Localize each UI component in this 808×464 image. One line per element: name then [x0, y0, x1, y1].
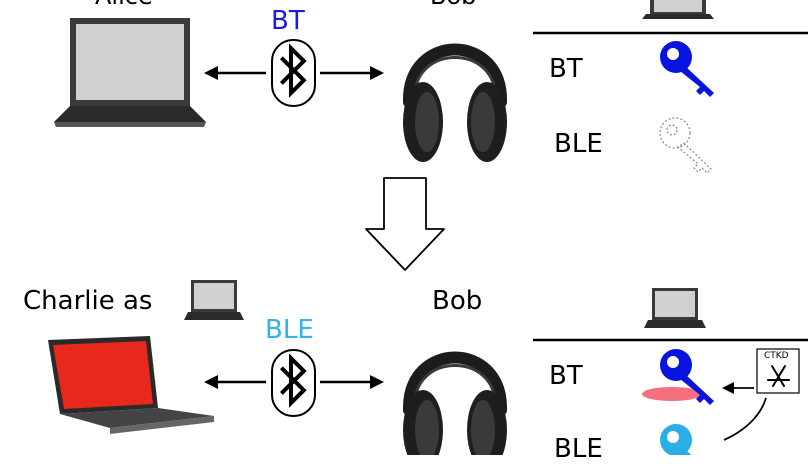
top-key-table — [533, 0, 808, 174]
top-bluetooth-icon — [271, 39, 316, 107]
bottom-bob-label: Bob — [432, 286, 483, 316]
top-bob-label: Bob — [430, 0, 476, 8]
bottom-table-laptop-icon — [644, 288, 706, 328]
ctkd-box — [756, 348, 800, 394]
bottom-ble-key-icon — [660, 424, 702, 464]
bottom-key-table — [533, 288, 808, 464]
charlie-as-label: Charlie as — [23, 286, 153, 316]
bottom-bt-key-icon — [660, 349, 714, 405]
top-link-label: BT — [271, 6, 305, 36]
overwrite-highlight — [642, 387, 702, 401]
charlie-as-laptop-icon — [184, 280, 244, 320]
bottom-row-bt-label: BT — [549, 361, 583, 391]
top-bt-key-icon — [660, 41, 714, 97]
bottom-headphones-icon — [403, 358, 507, 456]
down-arrow-icon — [365, 177, 445, 271]
ctkd-label: CTKD — [764, 351, 789, 361]
top-ble-key-empty-icon — [659, 117, 712, 174]
bottom-row-ble-label: BLE — [554, 434, 603, 464]
ctkd-arrows — [722, 382, 767, 441]
alice-label: Alice — [95, 0, 153, 8]
charlie-laptop-icon — [48, 336, 214, 434]
top-row-bt-label: BT — [549, 54, 583, 84]
top-link-arrows — [204, 66, 384, 80]
bottom-bluetooth-icon — [271, 349, 316, 417]
bottom-link-arrows — [204, 375, 384, 389]
top-headphones-icon — [403, 50, 507, 163]
top-row-ble-label: BLE — [554, 129, 603, 159]
alice-laptop-icon — [54, 18, 206, 127]
top-table-laptop-icon — [642, 0, 714, 19]
bottom-link-label: BLE — [265, 315, 314, 345]
app-store-icon — [767, 365, 790, 387]
